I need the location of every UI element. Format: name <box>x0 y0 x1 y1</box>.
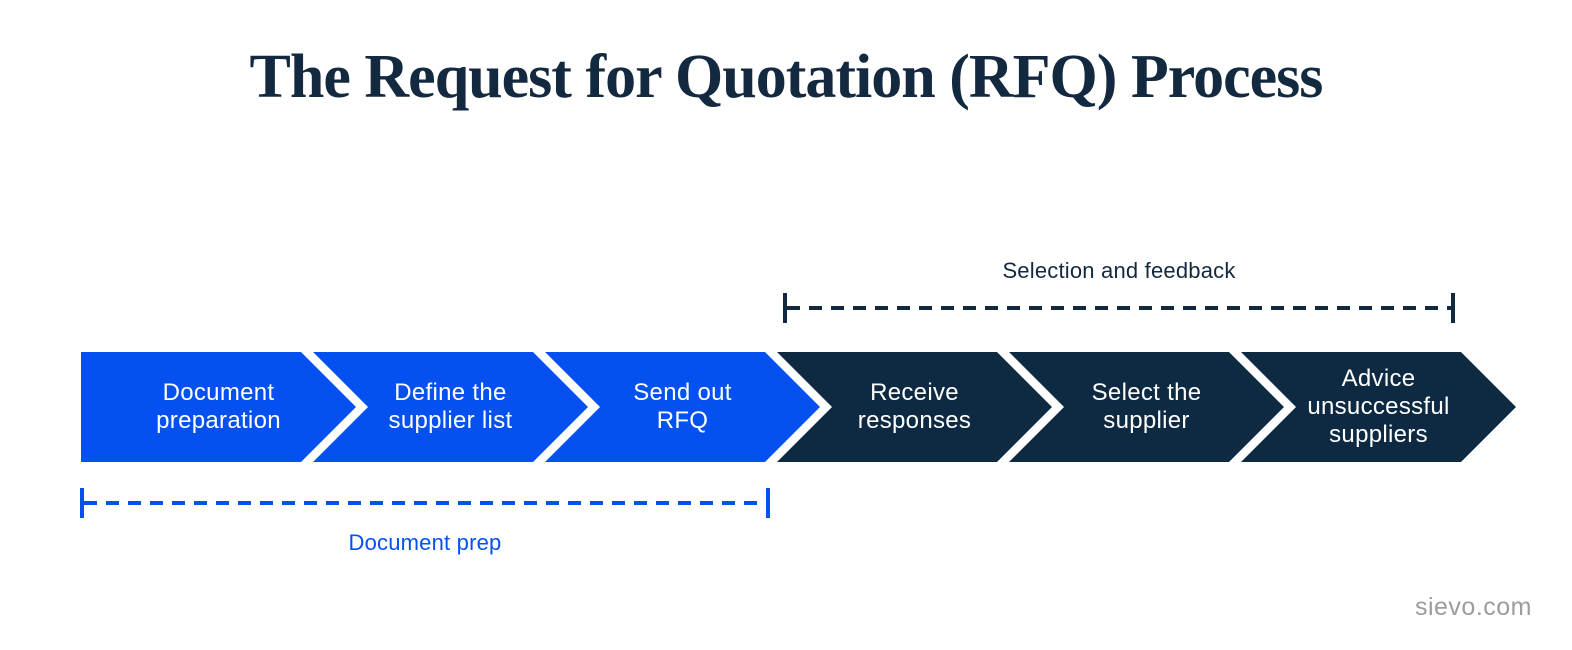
step-label: Receive responses <box>857 378 972 434</box>
step-label: Select the supplier <box>1091 378 1202 434</box>
range-end-tick <box>1451 293 1455 323</box>
step-label: Send out RFQ <box>633 378 732 434</box>
step-label: Advice unsuccessful suppliers <box>1307 364 1450 449</box>
step-label: Define the supplier list <box>388 378 513 434</box>
step-label: Document preparation <box>156 378 281 434</box>
website-credit: sievo.com <box>1414 593 1532 621</box>
process-flow: Document preparation Define the supplier… <box>81 352 1518 462</box>
step-receive-responses: Receive responses <box>777 352 1052 462</box>
selection-feedback-bracket: Selection and feedback <box>783 258 1455 323</box>
document-prep-label: Document prep <box>348 530 502 555</box>
selection-feedback-label: Selection and feedback <box>1002 258 1236 283</box>
document-prep-bracket: Document prep <box>80 488 770 556</box>
range-start-tick <box>80 488 84 518</box>
dashed-line <box>84 501 766 505</box>
range-start-tick <box>783 293 787 323</box>
step-document-preparation: Document preparation <box>81 352 356 462</box>
document-prep-range-line <box>80 488 770 518</box>
page-title: The Request for Quotation (RFQ) Process <box>249 43 1324 111</box>
dashed-line <box>787 306 1451 310</box>
step-send-out-rfq: Send out RFQ <box>545 352 820 462</box>
selection-feedback-range-line <box>783 293 1455 323</box>
step-advice-unsuccessful-suppliers: Advice unsuccessful suppliers <box>1241 352 1516 462</box>
range-end-tick <box>766 488 770 518</box>
